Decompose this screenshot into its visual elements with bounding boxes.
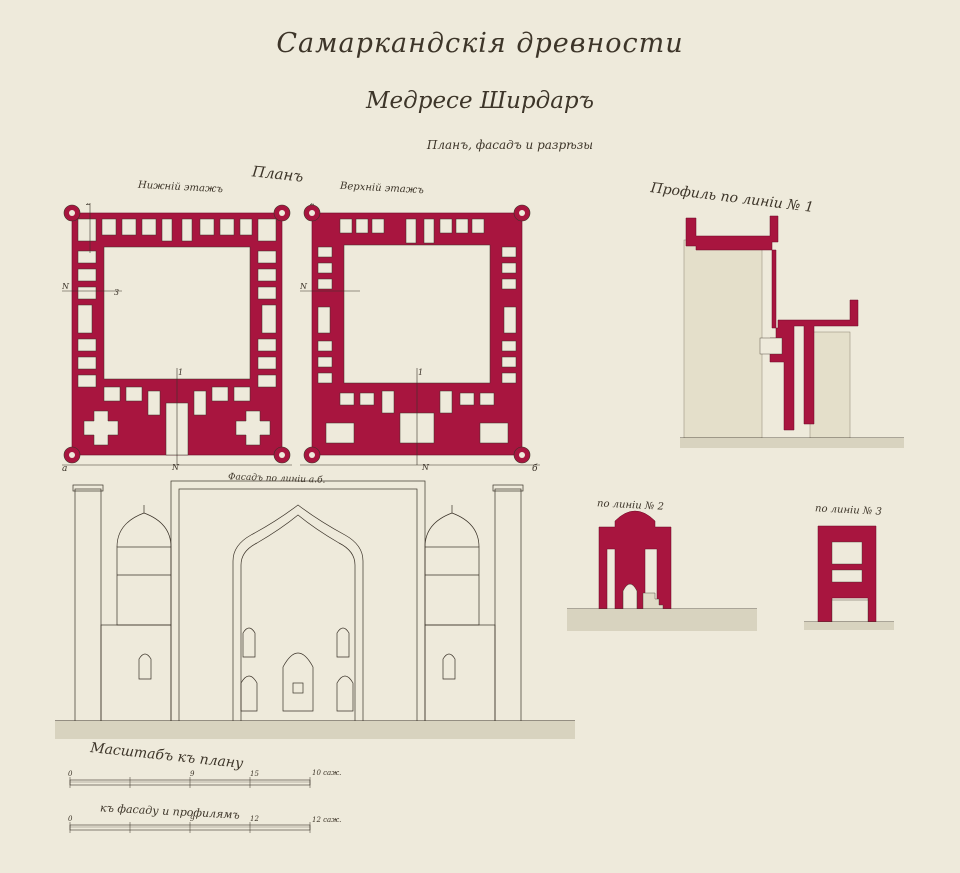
plan-tick-15: 15 [250, 770, 259, 778]
scale-facade-end: 12 саж. [312, 816, 342, 824]
upper-marker-1: 1 [418, 368, 423, 377]
marker-a: а [62, 464, 67, 471]
marker-3: 3 [114, 288, 119, 297]
profile-2-section [567, 510, 757, 631]
sheet-subtitle: Медресе Ширдаръ [365, 88, 594, 114]
profile-1-section [680, 215, 904, 448]
facade-scale-bar [69, 822, 311, 833]
sheet-title: Самаркандскія древности [276, 28, 684, 59]
scale-facade-title: къ фасаду и профилямъ [99, 801, 241, 822]
profile-3-title: по линіи № 3 [814, 503, 883, 518]
plan-tick-9: 9 [190, 770, 195, 778]
lower-floor-plan: 2 1 3 N N а [62, 203, 292, 471]
profile-3-section [804, 525, 894, 630]
upper-marker-n-bottom: N [421, 463, 430, 471]
marker-2: 2 [85, 203, 91, 207]
upper-marker-2: 2 [309, 203, 315, 207]
plan-tick-0: 0 [68, 770, 73, 778]
marker-n-bottom: N [171, 463, 180, 471]
facade-tick-0: 0 [68, 815, 73, 823]
upper-marker-n-left: N [300, 282, 308, 291]
marker-b: б [532, 463, 538, 471]
plan-title: Планъ [251, 162, 305, 186]
facade-elevation [55, 480, 575, 739]
facade-tick-12: 12 [250, 815, 259, 823]
scale-plan-end: 10 саж. [312, 769, 342, 777]
upper-floor-plan: 2 1 N N б [300, 203, 540, 471]
upper-floor-label: Верхній этажъ [339, 180, 425, 197]
sheet-note: Планъ, фасадъ и разрѣзы [426, 138, 594, 152]
marker-1: 1 [178, 368, 183, 377]
plan-scale-bar [69, 777, 311, 788]
facade-tick-9: 9 [190, 815, 195, 823]
marker-n-left: N [62, 282, 70, 291]
lower-floor-label: Нижній этажъ [137, 179, 224, 196]
